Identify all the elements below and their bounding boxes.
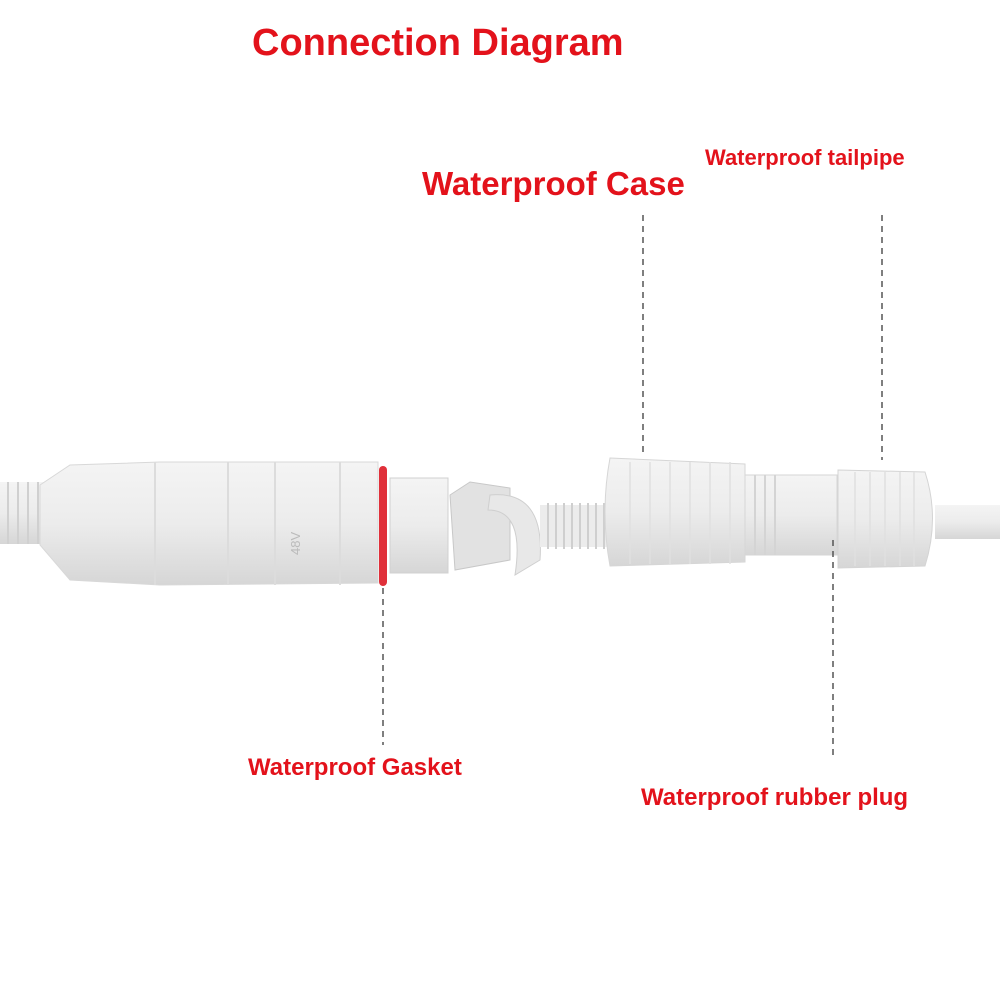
label-waterproof-gasket: Waterproof Gasket <box>248 754 462 781</box>
corrugated-cable <box>540 503 610 549</box>
rubber-plug <box>744 474 838 556</box>
waterproof-case <box>604 457 746 567</box>
inner-socket <box>389 477 449 574</box>
rj45-plug <box>449 481 541 576</box>
connector-marking: 48V <box>288 532 303 555</box>
diagram-title: Connection Diagram <box>252 22 624 64</box>
label-waterproof-tailpipe: Waterproof tailpipe <box>705 145 905 170</box>
label-waterproof-case: Waterproof Case <box>422 165 685 202</box>
gasket-ring <box>379 466 387 586</box>
connector-body <box>39 461 379 586</box>
right-cable <box>935 505 1000 539</box>
label-waterproof-rubber-plug: Waterproof rubber plug <box>641 784 909 811</box>
